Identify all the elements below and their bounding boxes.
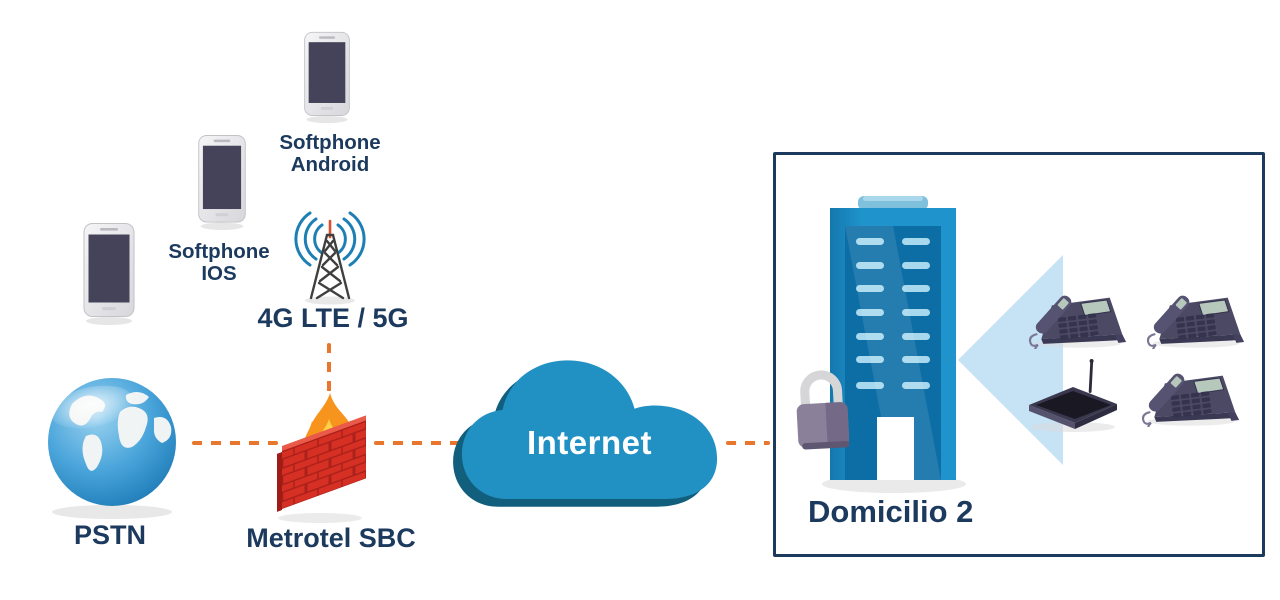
cell-tower-icon — [294, 211, 366, 305]
site-box-domicilio-2: Domicilio 2 — [773, 152, 1265, 557]
internet-label: Internet — [452, 424, 727, 462]
softphone-android-line2: Android — [290, 153, 370, 177]
smartphone-icon — [301, 31, 353, 124]
internet-cloud: Internet — [452, 345, 727, 515]
pstn-label: PSTN — [30, 520, 190, 550]
mobile-network-text: 4G LTE / 5G — [257, 303, 409, 333]
smartphone-icon — [195, 134, 249, 231]
softphone-ios-label: Softphone IOS — [139, 240, 299, 286]
smartphone-icon — [80, 222, 138, 326]
desk-phone-icon — [1023, 279, 1129, 349]
softphone-ios-line2: IOS — [201, 262, 237, 286]
pstn-text: PSTN — [73, 520, 146, 550]
firewall-icon — [277, 393, 366, 523]
link-tower-sbc — [327, 343, 331, 393]
desk-phone-icon — [1136, 357, 1242, 427]
padlock-icon — [796, 370, 850, 450]
softphone-ios-line1: Softphone — [168, 240, 270, 263]
site-text: Domicilio 2 — [808, 494, 974, 529]
sbc-label: Metrotel SBC — [231, 523, 431, 553]
internet-text: Internet — [526, 424, 652, 461]
link-pstn-sbc — [192, 441, 278, 445]
site-label: Domicilio 2 — [808, 494, 1028, 529]
building-icon — [822, 196, 966, 493]
desk-phone-icon — [1141, 279, 1247, 349]
mobile-network-label: 4G LTE / 5G — [233, 303, 433, 333]
globe-icon — [48, 378, 176, 519]
softphone-android-label: Softphone Android — [250, 131, 410, 177]
ata-router-icon — [1029, 359, 1117, 432]
link-internet-site — [726, 441, 770, 445]
softphone-android-line1: Softphone — [279, 131, 381, 154]
sbc-text: Metrotel SBC — [246, 523, 416, 553]
link-sbc-internet — [374, 441, 462, 445]
